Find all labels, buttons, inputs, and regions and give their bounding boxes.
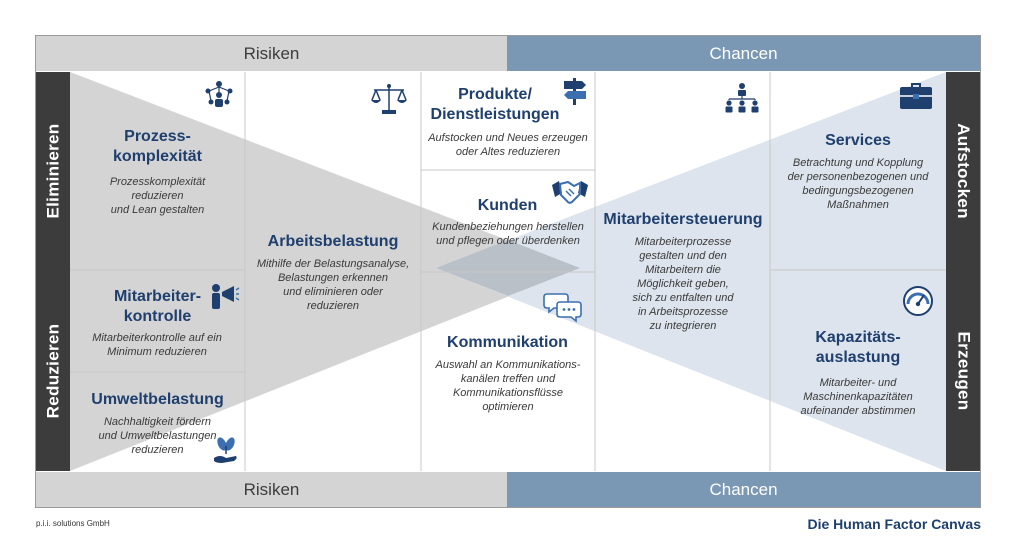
side-aufstocken-label: Aufstocken — [954, 123, 974, 219]
arbeitsbelastung-title: Arbeitsbelastung — [267, 233, 399, 250]
side-eliminieren: Eliminieren — [36, 72, 70, 270]
mitarbeitersteuerung-title: Mitarbeitersteuerung — [603, 211, 763, 228]
mitarbeiterkontrolle-desc: Mitarbeiterkontrolle auf ein Minimum red… — [92, 332, 222, 358]
prozess-title: Prozess- komplexität — [113, 128, 202, 165]
kapazitaet-desc: Mitarbeiter- und Maschinenkapazitäten au… — [800, 377, 916, 417]
gauge-icon — [903, 286, 933, 316]
prozess-desc: Prozesskomplexität reduzieren und Lean g… — [109, 176, 206, 216]
signpost-icon — [564, 78, 586, 105]
arbeitsbelastung-desc: Mithilfe der Belastungsanalyse, Belastun… — [256, 258, 410, 312]
top-chance-label: Chancen — [709, 43, 778, 63]
kapazitaet-title: Kapazitäts- auslastung — [815, 329, 901, 366]
handshake-icon — [552, 180, 588, 204]
produkte-desc: Aufstocken und Neues erzeugen oder Altes… — [428, 132, 588, 158]
umwelt-desc: Nachhaltigkeit fördern und Umweltbelastu… — [98, 416, 217, 456]
risk-triangle — [70, 72, 580, 471]
top-risk-bar: Risiken — [36, 36, 507, 71]
services-desc: Betrachtung und Kopplung der personenbez… — [787, 157, 929, 211]
side-reduzieren: Reduzieren — [36, 270, 70, 471]
kunden-title: Kunden — [477, 197, 538, 214]
bottom-risk-bar: Risiken — [36, 472, 507, 507]
umwelt-title: Umweltbelastung — [91, 391, 224, 408]
top-chance-bar: Chancen — [507, 36, 980, 71]
canvas-frame — [35, 35, 981, 508]
chat-bubbles-icon — [543, 293, 582, 323]
chance-triangle — [436, 72, 946, 471]
company-name: p.i.i. solutions GmbH — [36, 519, 110, 528]
top-risk-label: Risiken — [243, 43, 300, 63]
bottom-chance-label: Chancen — [709, 479, 778, 499]
kommunikation-title: Kommunikation — [447, 334, 568, 351]
plant-hand-icon — [214, 437, 237, 463]
overlap-diamond — [436, 240, 580, 296]
network-people-icon — [205, 81, 233, 107]
side-aufstocken: Aufstocken — [946, 72, 980, 270]
kunden-desc: Kundenbeziehungen herstellen und pflegen… — [432, 221, 584, 247]
scale-icon — [371, 84, 407, 114]
services-title: Services — [825, 132, 891, 149]
canvas-title: Die Human Factor Canvas — [807, 516, 982, 532]
bottom-chance-bar: Chancen — [507, 472, 980, 507]
produkte-title: Produkte/ Dienstleistungen — [430, 86, 560, 123]
mitarbeiterkontrolle-title: Mitarbeiter- kontrolle — [113, 288, 202, 325]
side-erzeugen-label: Erzeugen — [954, 331, 974, 410]
bottom-risk-label: Risiken — [243, 479, 300, 499]
org-chart-icon — [725, 83, 759, 113]
megaphone-person-icon — [212, 284, 240, 309]
side-eliminieren-label: Eliminieren — [43, 123, 63, 219]
side-reduzieren-label: Reduzieren — [43, 323, 63, 418]
side-erzeugen: Erzeugen — [946, 270, 980, 471]
briefcase-icon — [900, 83, 932, 109]
mitarbeitersteuerung-desc: Mitarbeiterprozesse gestalten und den Mi… — [632, 236, 734, 332]
kommunikation-desc: Auswahl an Kommunikations- kanälen treff… — [435, 359, 581, 413]
